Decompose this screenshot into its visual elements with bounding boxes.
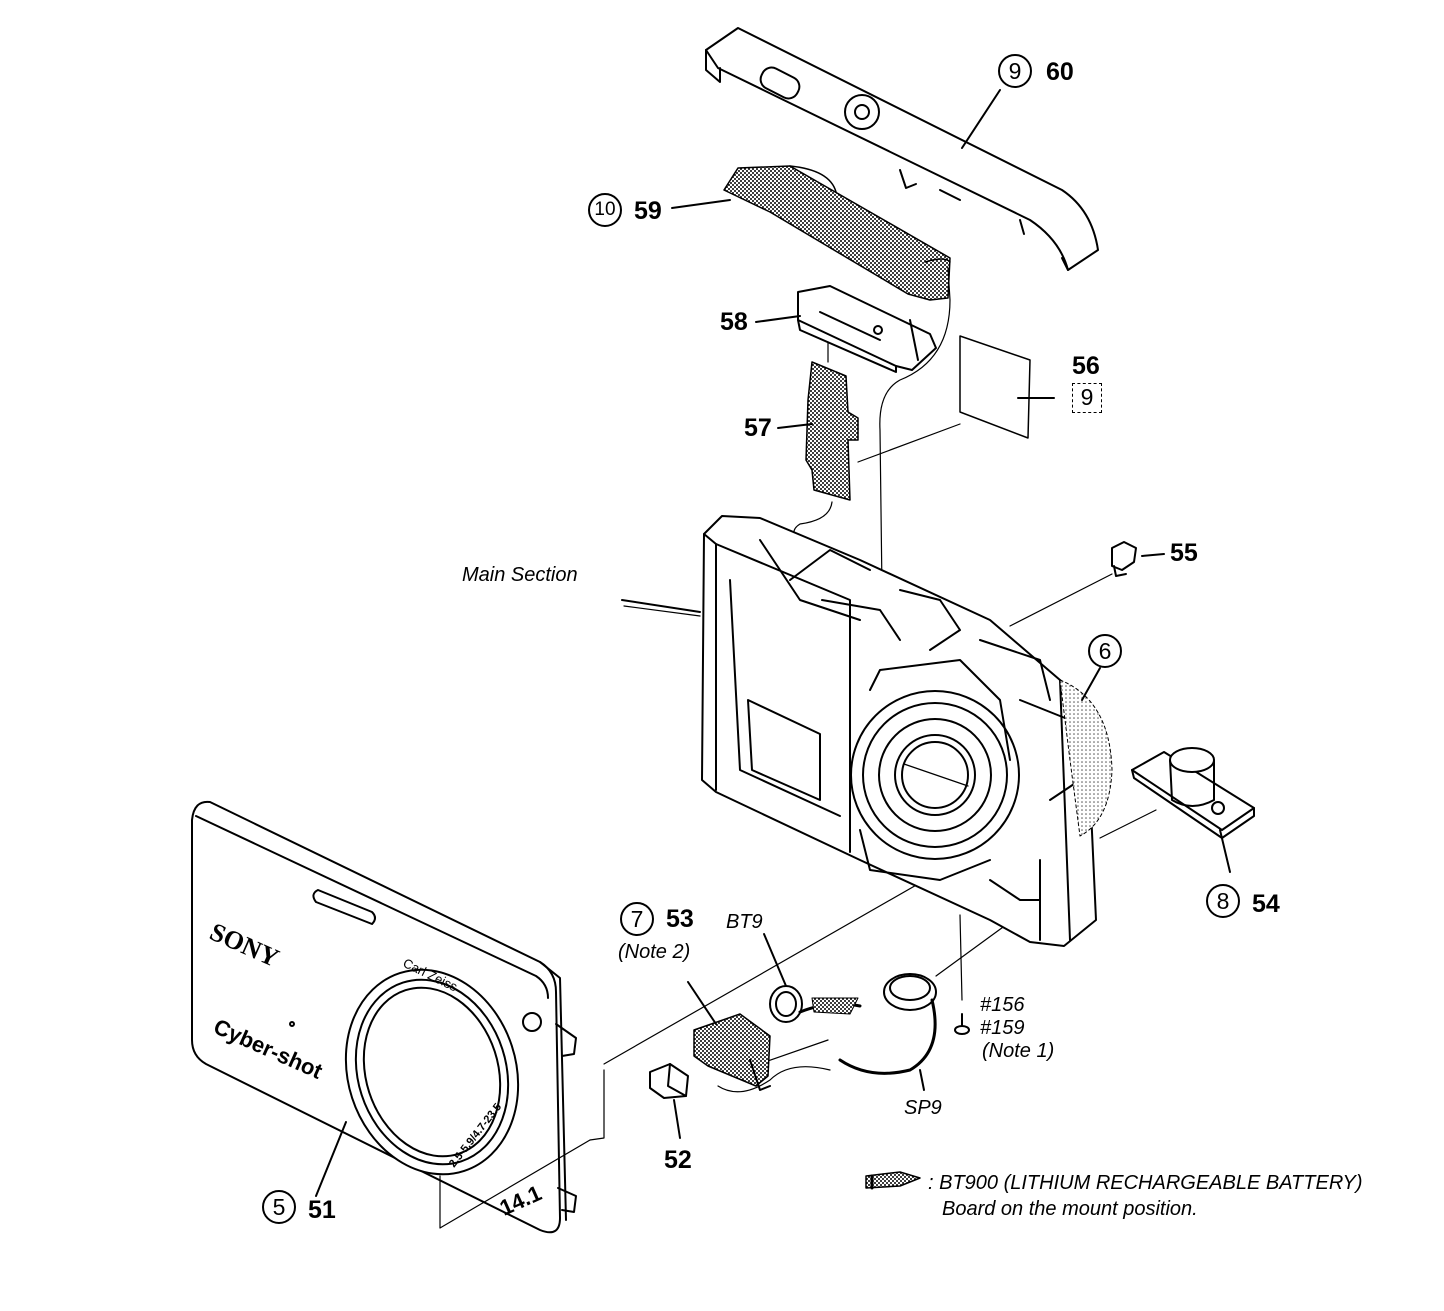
front-cover-part-51	[191, 800, 577, 1234]
legend-battery-symbol-icon	[865, 1171, 921, 1190]
part-number-58: 58	[720, 308, 748, 336]
speaker-sp9	[838, 973, 937, 1075]
bracket-part-58	[797, 285, 937, 373]
leader-57	[777, 423, 813, 429]
part-number-60: 60	[1046, 58, 1074, 86]
leader-6	[1081, 667, 1101, 701]
sheet-part-56	[959, 335, 1031, 439]
note-2-label: (Note 2)	[618, 941, 691, 963]
part-number-59: 59	[634, 197, 662, 225]
flexible-board-part-59	[723, 165, 951, 301]
callout-circle-5: 5	[262, 1190, 296, 1224]
leader-main-section	[621, 599, 701, 613]
screw-156-label: #156	[980, 994, 1025, 1016]
legend-line-1: : BT900 (LITHIUM RECHARGEABLE BATTERY)	[928, 1172, 1363, 1194]
leader-bt9	[763, 933, 787, 987]
callout-circle-6: 6	[1088, 634, 1122, 668]
label-main-section: Main Section	[462, 564, 578, 586]
button-part-55	[1111, 541, 1137, 577]
callout-circle-7: 7	[620, 902, 654, 936]
legend-line-2: Board on the mount position.	[942, 1198, 1198, 1220]
leader-54	[1219, 829, 1231, 873]
screw-159-label: #159	[980, 1017, 1025, 1039]
part-number-52: 52	[664, 1146, 692, 1174]
leader-53	[687, 981, 717, 1025]
callout-circle-10: 10	[588, 193, 622, 227]
assembly-guides	[589, 267, 1157, 1141]
battery-bt9	[769, 985, 862, 1023]
callout-circle-8: 8	[1206, 884, 1240, 918]
leader-59	[671, 199, 731, 209]
connector-part-53	[693, 1013, 771, 1091]
part-number-56: 56	[1072, 352, 1100, 380]
main-section-body	[701, 515, 1113, 947]
legend: : BT900 (LITHIUM RECHARGEABLE BATTERY) B…	[928, 1170, 1363, 1222]
part-number-57: 57	[744, 414, 772, 442]
leader-lens-guide	[439, 1139, 591, 1229]
block-part-52	[649, 1063, 689, 1099]
label-sp9: SP9	[904, 1097, 942, 1119]
callout-circle-9: 9	[998, 54, 1032, 88]
switch-board-part-54	[1131, 747, 1255, 839]
leader-55	[1141, 553, 1165, 557]
leader-52	[673, 1099, 681, 1139]
leader-58	[755, 315, 801, 323]
leader-60	[961, 89, 1001, 149]
sensor-sheet-part-57	[805, 361, 859, 501]
part-number-53: 53	[666, 905, 694, 933]
part-number-55: 55	[1170, 539, 1198, 567]
part-number-54: 54	[1252, 890, 1280, 918]
part-number-51: 51	[308, 1196, 336, 1224]
note-1-label: (Note 1)	[982, 1040, 1055, 1062]
screw-156-159	[954, 1013, 970, 1035]
leader-51	[315, 1121, 347, 1197]
top-cover-part-60	[705, 27, 1099, 271]
callout-box-9: 9	[1072, 383, 1102, 413]
label-bt9: BT9	[726, 911, 763, 933]
leader-sp9	[919, 1069, 925, 1091]
